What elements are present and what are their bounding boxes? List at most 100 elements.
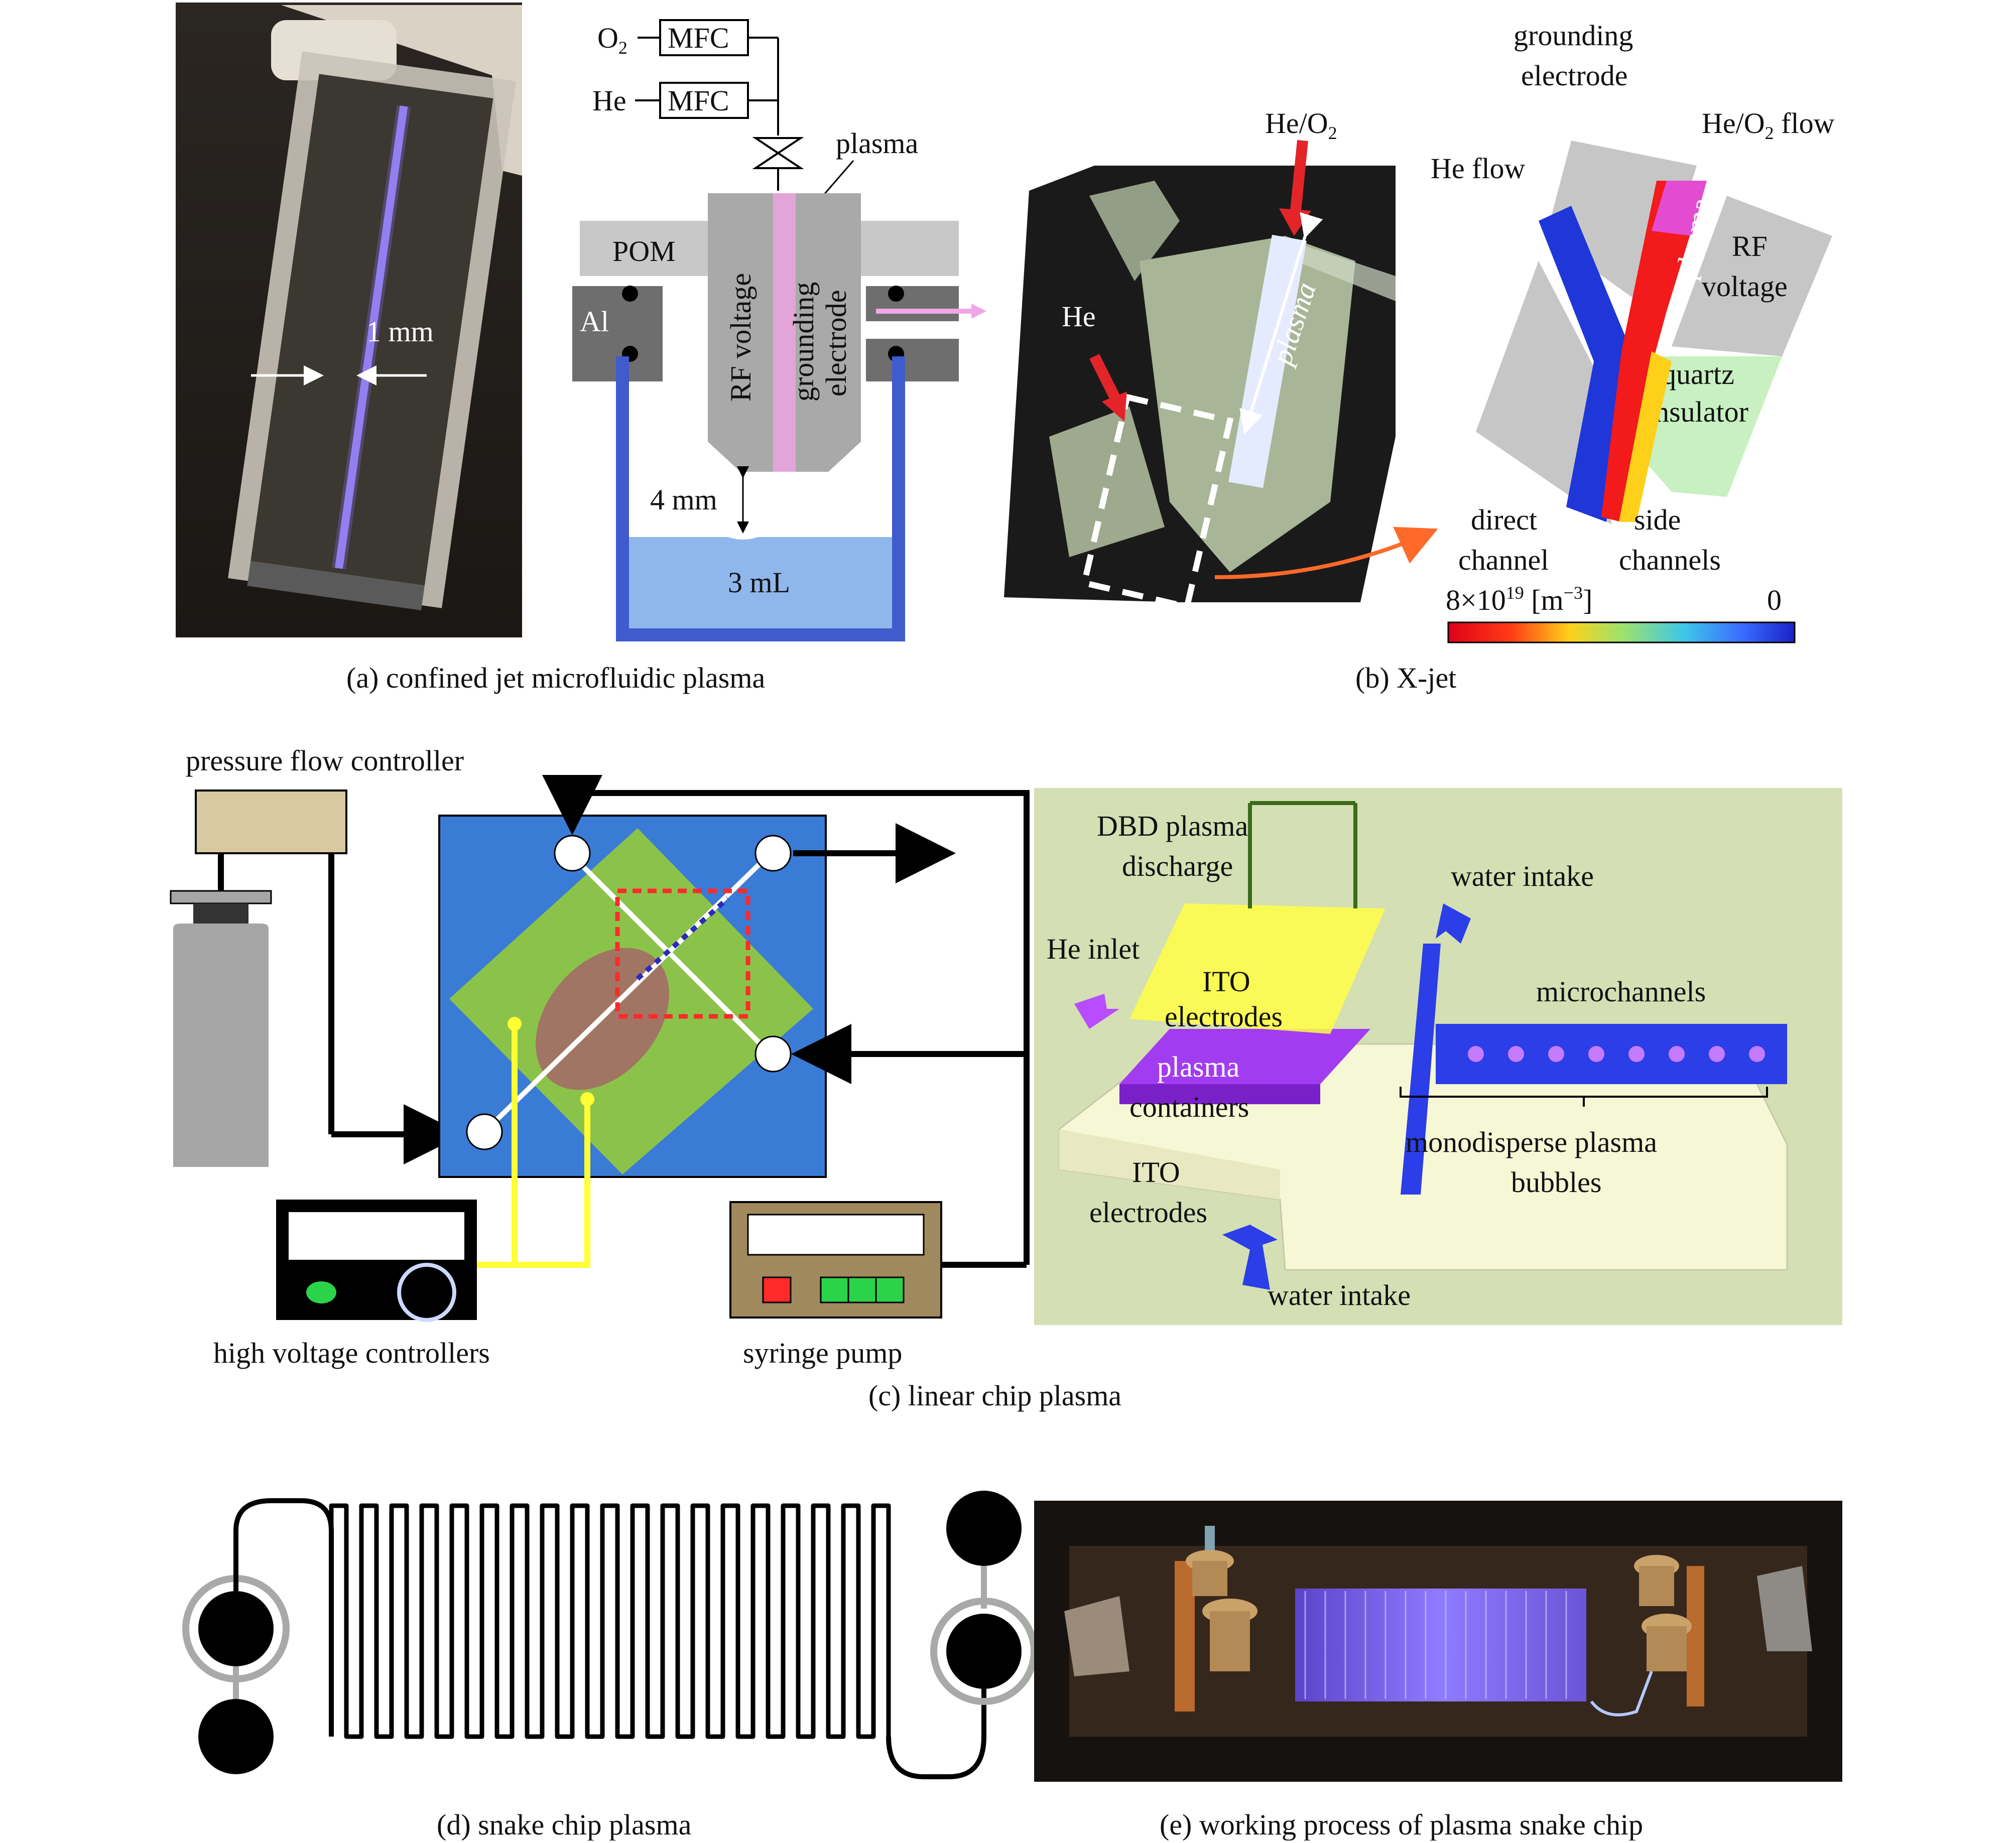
water-intake-bottom-label: water intake [1268, 1279, 1411, 1311]
scale-unit-exp: −3 [1564, 583, 1583, 603]
colorbar [1447, 621, 1796, 643]
panel-e-photo [1034, 1501, 1842, 1782]
o2-sub: 2 [618, 38, 627, 58]
direct-channel-flow [1539, 206, 1631, 522]
panel-a-photo: 1 mm [176, 3, 522, 637]
outlet-port-left [198, 1699, 274, 1774]
scale-unit: [m [1524, 584, 1564, 616]
al-label: Al [580, 305, 609, 338]
port-top-right [754, 835, 792, 872]
pressure-controller-label: pressure flow controller [186, 744, 464, 777]
caption-c: (c) linear chip plasma [868, 1379, 1121, 1412]
hv-controllers-label: high voltage controllers [213, 1337, 490, 1369]
he-o2-flow-label: He/O [1702, 107, 1765, 140]
side-label: side [1634, 503, 1681, 536]
channel-label: channel [1458, 544, 1549, 576]
pressure-controller-box [195, 789, 347, 854]
water-channel [1401, 944, 1441, 1195]
channels-label: channels [1619, 544, 1721, 576]
plasma-containers-label-2: containers [1129, 1091, 1249, 1123]
svg-text:He/O2: He/O2 [1265, 107, 1337, 143]
grounding-label-1: grounding [787, 282, 820, 402]
serpentine-channel [329, 1503, 891, 1739]
insulator-label: insulator [1647, 396, 1748, 428]
he-o2-sub: 2 [1328, 123, 1337, 143]
water-intake-arrow-bottom [1222, 1225, 1278, 1290]
plasma-bubbles [1468, 1046, 1765, 1062]
reservoir-wall [616, 356, 905, 641]
panel-a-schematic: O2 MFC He MFC plasma POM Al RF voltage [572, 19, 986, 641]
electrode-label: electrode [1521, 59, 1628, 92]
plasma-label: plasma [836, 127, 918, 160]
mfc-top-label: MFC [668, 22, 729, 54]
width-label: 1 mm [366, 315, 434, 348]
he-o2-label: He/O [1265, 107, 1328, 140]
svg-text:8×1019 [m−3]: 8×1019 [m−3] [1446, 583, 1592, 616]
scale-max: 8×10 [1446, 584, 1506, 616]
ito-bottom-label-2: electrodes [1089, 1196, 1207, 1229]
panel-c-3d-chip: DBD plasma discharge water intake He inl… [1034, 788, 1842, 1325]
plasma-container [1119, 1029, 1370, 1084]
syringe-pump-label: syringe pump [743, 1337, 902, 1369]
svg-text:O2: O2 [597, 22, 627, 58]
he-o2-flow-sub: 2 [1765, 123, 1774, 143]
scale-min: 0 [1767, 584, 1782, 616]
ito-top-electrode [1129, 903, 1385, 1034]
panel-b-photo: plasma He/O2 He [1004, 107, 1438, 610]
quartz-label: quartz [1662, 358, 1734, 390]
grounding-label-2: electrode [820, 290, 852, 397]
al-block-right-bottom [866, 339, 959, 381]
grounding-electrode [796, 193, 861, 472]
glowing-snake-channel [1295, 1589, 1586, 1701]
microchannels-label: microchannels [1536, 975, 1706, 1008]
he-o2-flow-tail: flow [1774, 107, 1835, 140]
dbd-label-1: DBD plasma [1097, 810, 1248, 842]
he-flow-label: He flow [1431, 152, 1526, 185]
monodisperse-label-1: monodisperse plasma [1406, 1126, 1657, 1158]
port-bottom-right [754, 1035, 792, 1073]
svg-text:He/O2 flow: He/O2 flow [1702, 107, 1835, 143]
water-intake-top-label: water intake [1451, 860, 1594, 892]
panel-c-system: pressure flow controller high v [170, 744, 1030, 1369]
panel-d-snake-chip [182, 1491, 1038, 1779]
ito-top-label-2: electrodes [1165, 1000, 1283, 1033]
inlet-port [198, 1591, 274, 1666]
o2-label: O [597, 22, 618, 54]
liquid [629, 537, 892, 628]
plasma-containers-label-1: plasma [1157, 1050, 1239, 1083]
outlet-port-right-top [946, 1491, 1022, 1566]
panel-b-simulation: grounding electrode He/O2 flow He flow R… [1431, 19, 1835, 643]
zoom-box-chip [615, 888, 750, 1019]
al-block-right-top [866, 286, 959, 321]
caption-b: (b) X-jet [1355, 662, 1456, 694]
he-label: He [592, 84, 626, 117]
scale-max-exp: 19 [1506, 583, 1524, 603]
he-inlet-label: He inlet [1047, 933, 1140, 965]
caption-a: (a) confined jet microfluidic plasma [346, 662, 765, 694]
water-intake-arrow-top [1436, 903, 1471, 944]
rf-voltage-region [1672, 196, 1832, 356]
caption-e: (e) working process of plasma snake chip [1160, 1808, 1643, 1840]
gap-label: 4 mm [650, 483, 717, 516]
microchannel [1436, 1024, 1787, 1084]
valve-icon [752, 137, 804, 169]
gas-cylinder [173, 924, 269, 1167]
voltage-label: voltage [1702, 270, 1788, 303]
dbd-label-2: discharge [1122, 850, 1233, 882]
rf-electrode [708, 193, 773, 472]
pom-label: POM [612, 235, 676, 268]
zoom-box [1080, 393, 1234, 610]
he-inlet-arrow [1074, 994, 1119, 1029]
rf-label: RF [1732, 230, 1768, 262]
pom-block-right [853, 221, 959, 276]
direct-label: direct [1471, 503, 1537, 536]
mfc-bottom-label: MFC [668, 84, 729, 117]
ito-top-label-1: ITO [1202, 965, 1250, 998]
side-channel-flow [1601, 181, 1707, 522]
scale-unit-tail: ] [1583, 584, 1592, 616]
plasma-gap [773, 193, 796, 472]
caption-d: (d) snake chip plasma [437, 1808, 691, 1840]
port-bottom-left [466, 1113, 503, 1150]
